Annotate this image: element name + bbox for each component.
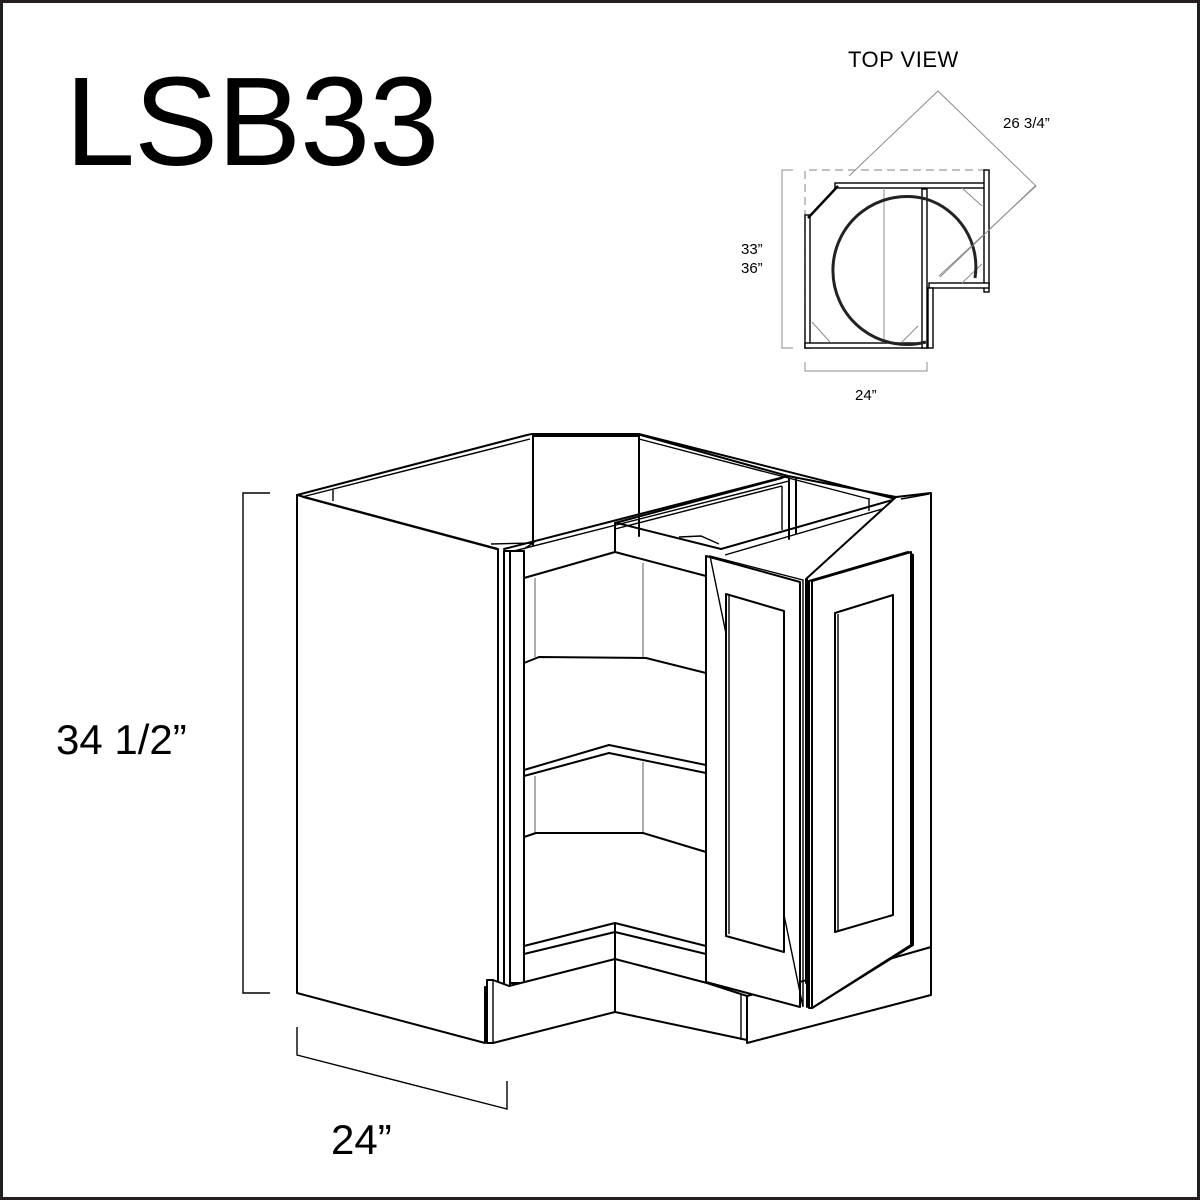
isometric-cabinet	[242, 433, 932, 1110]
depth-dimension-33: 33”	[741, 241, 763, 258]
top-view-diagonal-dimension: 26 3/4”	[1003, 115, 1050, 132]
right-door-panel	[834, 594, 894, 933]
depth-dimension-36: 36”	[741, 259, 763, 277]
width-dimension-bracket	[804, 362, 928, 372]
depth-dimension-label: 24”	[331, 1116, 392, 1163]
top-view-depth-dimension: 33” 36”	[741, 241, 763, 279]
left-side-panel	[296, 494, 499, 1044]
left-door-panel	[725, 593, 785, 953]
depth-dimension-bracket	[296, 1027, 508, 1110]
model-code-title: LSB33	[65, 51, 439, 192]
height-dimension-label: 34 1/2”	[56, 716, 187, 763]
cabinet-drawing	[242, 90, 1037, 1110]
top-view-width-dimension: 24”	[855, 387, 877, 404]
top-view-label: TOP VIEW	[848, 47, 959, 72]
height-dimension-bracket	[242, 492, 270, 994]
top-view-diagram	[781, 90, 1037, 372]
depth-dimension-bracket	[781, 169, 793, 349]
